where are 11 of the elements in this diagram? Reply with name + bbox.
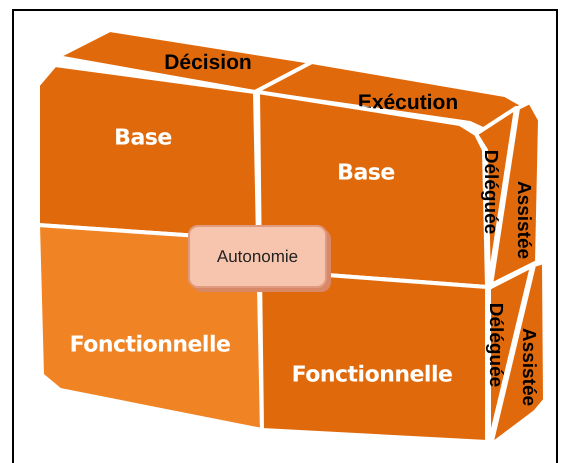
face-label: Déléguée (484, 302, 506, 388)
face-label: Déléguée (479, 150, 501, 234)
face-label: Fonctionnelle (70, 332, 230, 358)
face-label: Exécution (358, 91, 458, 115)
face-label: Assistée (517, 328, 539, 406)
face-label: Fonctionnelle (292, 362, 452, 388)
node-label: Autonomie (216, 246, 298, 266)
face-label: Décision (164, 51, 252, 75)
face-label: Base (337, 160, 395, 186)
face-label: Assistée (512, 180, 534, 260)
face-label: Base (114, 126, 172, 150)
